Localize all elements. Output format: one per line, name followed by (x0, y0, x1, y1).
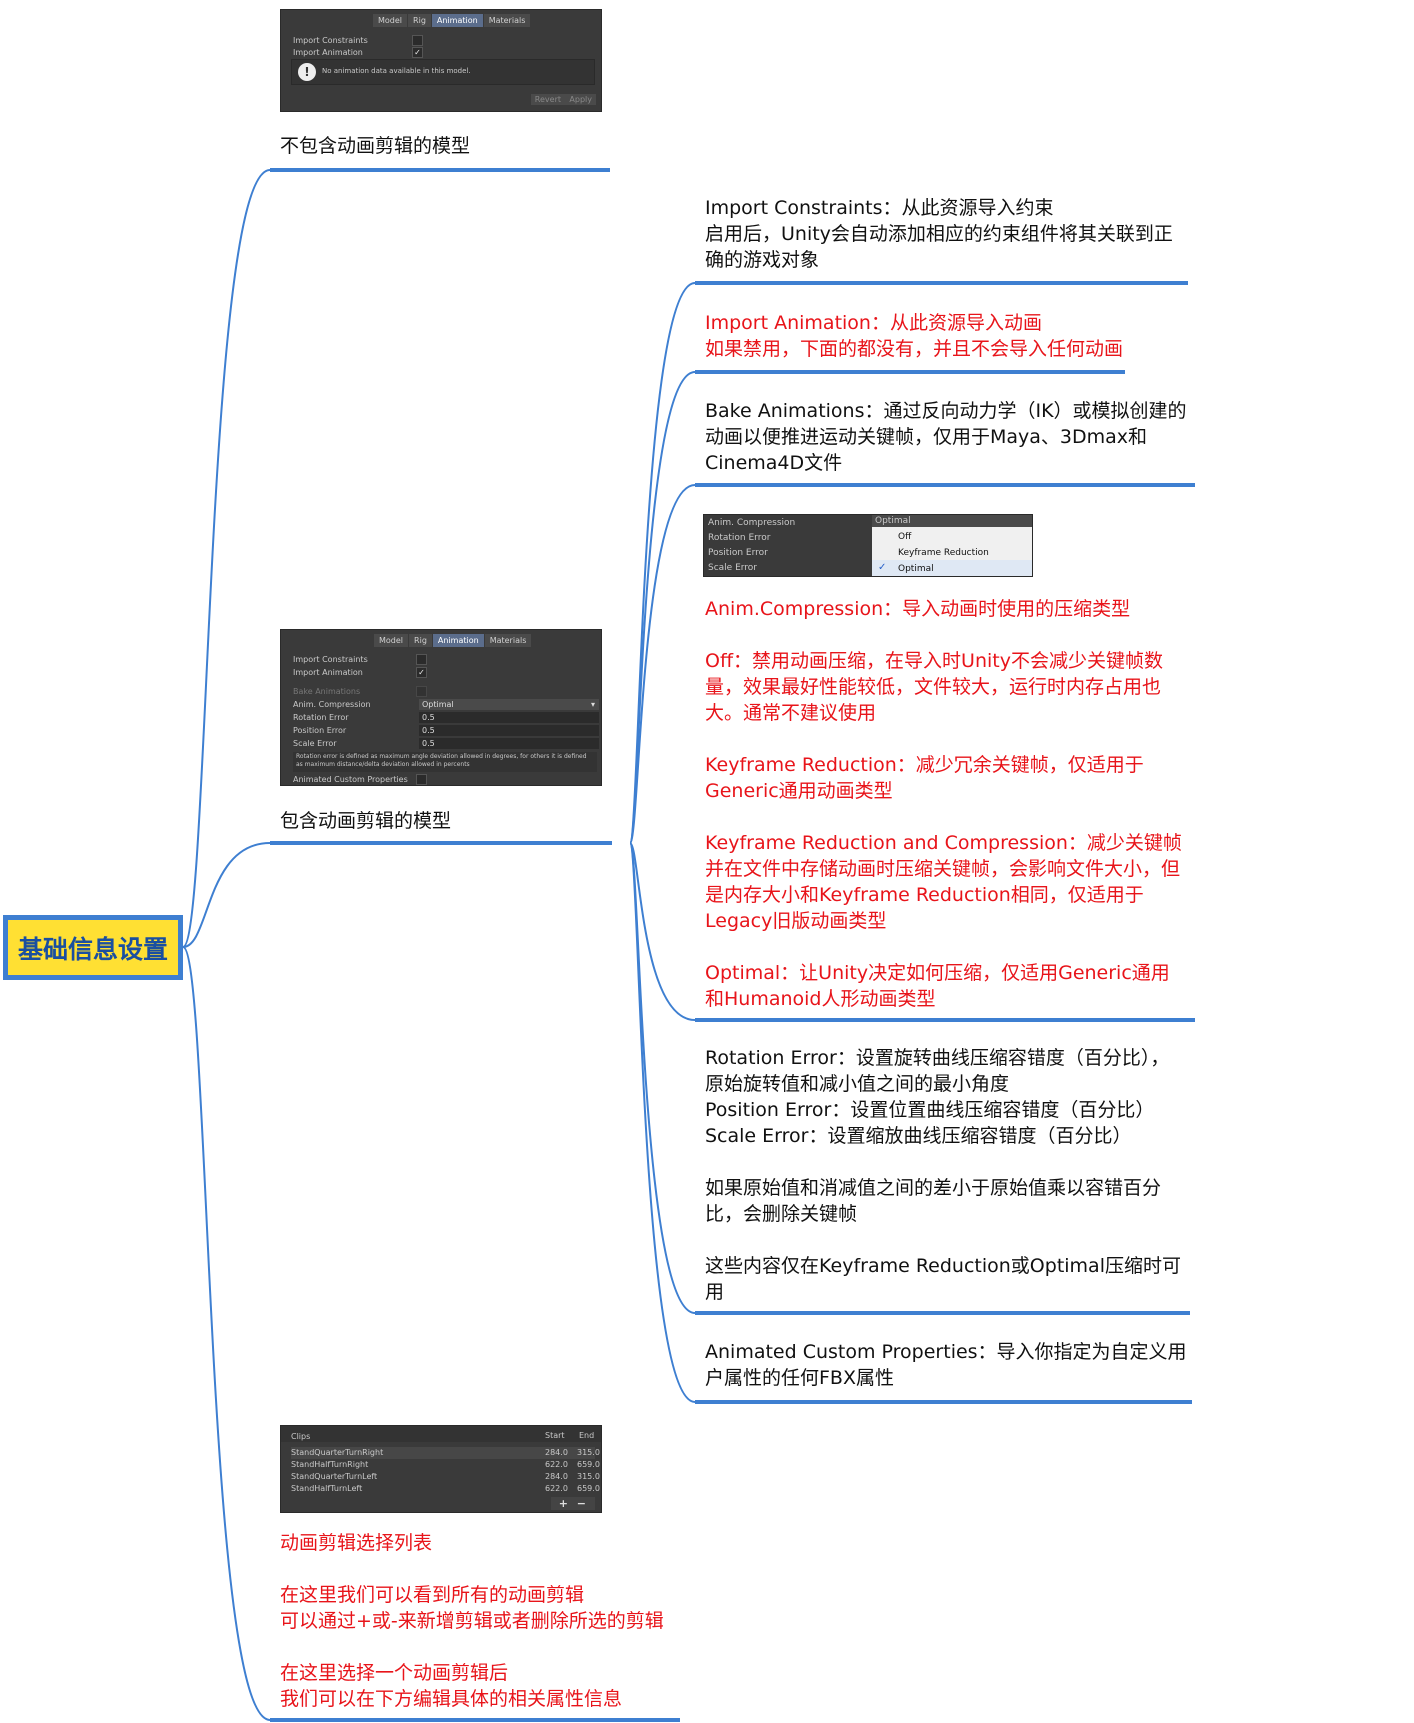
link-anim-errors (629, 842, 696, 1314)
node-import-animation[interactable]: Import Animation：从此资源导入动画 如果禁用，下面的都没有，并且… (705, 312, 1124, 360)
link-root-no-anim (182, 169, 271, 948)
row-import-constraints: Import Constraints (293, 36, 368, 45)
tab-bar: Model Rig Animation Materials (374, 634, 532, 647)
clip-controls (551, 1497, 595, 1510)
compression-select[interactable]: Optimal (872, 515, 1032, 527)
animated-custom-properties-checkbox[interactable] (416, 774, 427, 785)
tab-model[interactable]: Model (373, 14, 408, 27)
revert-button[interactable]: Revert (530, 94, 565, 105)
row-animated-custom-properties: Animated Custom Properties (293, 775, 408, 784)
row-position-error: Position Error (708, 548, 768, 558)
import-constraints-checkbox[interactable] (416, 654, 427, 665)
node-no-anim-model[interactable]: 不包含动画剪辑的模型 (280, 135, 471, 157)
bake-animations-checkbox[interactable] (416, 686, 427, 697)
tab-materials[interactable]: Materials (483, 14, 531, 27)
link-anim-compression (629, 842, 696, 1021)
help-text: Rotation error is defined as maximum ang… (293, 752, 597, 772)
rotation-error-field[interactable]: 0.5 (419, 712, 599, 723)
add-clip-button[interactable]: + (558, 1497, 568, 1510)
import-constraints-checkbox[interactable] (412, 35, 423, 46)
compression-dropdown-panel: Anim. Compression Rotation Error Positio… (703, 514, 1033, 577)
tab-animation[interactable]: Animation (431, 14, 483, 27)
row-scale-error: Scale Error (293, 739, 337, 748)
unity-panel-no-animation: Model Rig Animation Materials Import Con… (280, 9, 602, 112)
apply-button[interactable]: Apply (565, 94, 596, 105)
notice-text: No animation data available in this mode… (322, 67, 471, 75)
row-scale-error: Scale Error (708, 563, 758, 573)
row-anim-compression: Anim. Compression (708, 518, 796, 528)
tab-materials[interactable]: Materials (484, 634, 532, 647)
compression-menu: Off Keyframe Reduction ✓ Optimal (872, 527, 1032, 576)
link-anim-import-animation (629, 371, 696, 844)
row-anim-compression: Anim. Compression (293, 700, 371, 709)
node-anim-compression[interactable]: Anim.Compression：导入动画时使用的压缩类型 Off：禁用动画压缩… (705, 598, 1182, 1010)
tab-animation[interactable]: Animation (432, 634, 484, 647)
position-error-field[interactable]: 0.5 (419, 725, 599, 736)
node-anim-model[interactable]: 包含动画剪辑的模型 (280, 810, 452, 832)
anim-compression-select[interactable]: Optimal▾ (419, 699, 599, 710)
node-import-constraints[interactable]: Import Constraints：从此资源导入约束 启用后，Unity会自动… (705, 197, 1173, 271)
row-rotation-error: Rotation Error (293, 713, 349, 722)
tab-model[interactable]: Model (374, 634, 409, 647)
import-animation-checkbox[interactable]: ✓ (416, 667, 427, 678)
tab-rig[interactable]: Rig (409, 634, 432, 647)
menu-item-optimal[interactable]: Optimal (898, 564, 934, 574)
menu-item-keyframe-reduction[interactable]: Keyframe Reduction (898, 548, 989, 558)
menu-item-off[interactable]: Off (898, 532, 912, 542)
tab-bar: Model Rig Animation Materials (373, 14, 531, 27)
import-animation-checkbox[interactable]: ✓ (412, 47, 423, 58)
row-rotation-error: Rotation Error (708, 533, 771, 543)
link-anim-custom (629, 842, 696, 1403)
node-animated-custom-properties[interactable]: Animated Custom Properties：导入你指定为自定义用 户属… (705, 1341, 1187, 1389)
menu-item-optimal-highlight (872, 560, 1032, 576)
warning-icon: ! (298, 63, 316, 81)
link-root-clips (182, 946, 271, 1721)
row-import-animation: Import Animation (293, 48, 363, 57)
row-bake-animations: Bake Animations (293, 687, 361, 696)
row-import-constraints: Import Constraints (293, 655, 368, 664)
chevron-down-icon: ▾ (590, 700, 595, 709)
unity-panel-animation: Model Rig Animation Materials Import Con… (280, 629, 602, 786)
row-position-error: Position Error (293, 726, 347, 735)
clips-header-name: Clips (291, 1432, 311, 1441)
clips-header (281, 1426, 601, 1442)
remove-clip-button[interactable]: − (576, 1497, 586, 1510)
node-error-settings[interactable]: Rotation Error：设置旋转曲线压缩容错度（百分比）， 原始旋转值和减… (705, 1047, 1181, 1303)
clips-header-end: End (579, 1431, 595, 1440)
link-anim-import-constraints (629, 282, 696, 844)
link-anim-bake (629, 484, 696, 844)
node-clips-list[interactable]: 动画剪辑选择列表 在这里我们可以看到所有的动画剪辑 可以通过+或-来新增剪辑或者… (280, 1532, 664, 1710)
link-root-anim (182, 842, 271, 948)
scale-error-field[interactable]: 0.5 (419, 738, 599, 749)
clips-header-start: Start (545, 1431, 565, 1440)
notice-box: ! No animation data available in this mo… (291, 59, 595, 85)
check-icon: ✓ (878, 562, 887, 573)
root-node[interactable]: 基础信息设置 (3, 915, 183, 980)
node-bake-animations[interactable]: Bake Animations：通过反向动力学（IK）或模拟创建的 动画以便推进… (705, 400, 1187, 474)
row-import-animation: Import Animation (293, 668, 363, 677)
tab-rig[interactable]: Rig (408, 14, 431, 27)
